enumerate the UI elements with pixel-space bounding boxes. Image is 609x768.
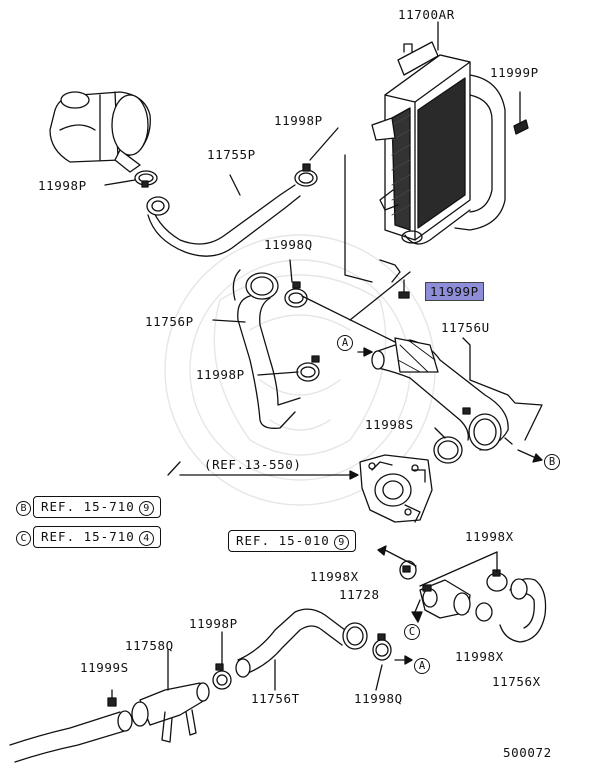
label-11756p: 11756P xyxy=(145,314,194,329)
hose-11756t xyxy=(235,608,368,691)
marker-b: B xyxy=(544,454,560,470)
label-11998p-lower: 11998P xyxy=(189,616,238,631)
ref-text-15-010: REF. 15-010 xyxy=(236,533,330,548)
pipe-11756u xyxy=(371,337,513,451)
label-11998p-middle: 11998P xyxy=(196,367,245,382)
clamp-11998q-a xyxy=(284,281,308,308)
throttle-body-drawing xyxy=(359,454,433,523)
marker-a-lower: A xyxy=(414,658,430,674)
label-11998p-upper: 11998P xyxy=(274,113,323,128)
ref-text-b: REF. 15-710 xyxy=(41,499,135,514)
clamp-11998x-c xyxy=(475,602,493,622)
clamp-11998x-a xyxy=(399,560,417,580)
ref-page-c: 4 xyxy=(138,531,154,546)
marker-c: C xyxy=(404,624,420,640)
clamp-11998p-b xyxy=(294,163,318,187)
label-11998s: 11998S xyxy=(365,417,414,432)
diagram-number: 500072 xyxy=(503,745,552,760)
label-11998x-left: 11998X xyxy=(310,569,359,584)
bolt-11999p-highlighted xyxy=(398,279,410,299)
label-11998x-upper: 11998X xyxy=(465,529,514,544)
label-11756x: 11756X xyxy=(492,674,541,689)
hose-11756p xyxy=(232,269,301,429)
ref-text-c: REF. 15-710 xyxy=(41,529,135,544)
label-11999p-highlighted: 11999P xyxy=(425,282,484,301)
joint-11728 xyxy=(419,579,471,619)
ref-key-c: C xyxy=(16,531,31,546)
label-11998p-left: 11998P xyxy=(38,178,87,193)
ref-key-b: B xyxy=(16,501,31,516)
ref-page-b: 9 xyxy=(138,501,154,516)
clamp-11998p-c xyxy=(296,355,320,382)
label-11998q-lower: 11998Q xyxy=(354,691,403,706)
label-ref-13-550: (REF.13-550) xyxy=(204,457,302,472)
label-11999p-top: 11999P xyxy=(490,65,539,80)
label-11998q-upper: 11998Q xyxy=(264,237,313,252)
label-11756u: 11756U xyxy=(441,320,490,335)
label-11999s: 11999S xyxy=(80,660,129,675)
bolt-11999s xyxy=(107,689,117,707)
clamp-11998q-b xyxy=(372,633,392,661)
clamp-11998p-d xyxy=(212,663,232,690)
label-11728: 11728 xyxy=(339,587,380,602)
label-11755p: 11755P xyxy=(207,147,256,162)
clamp-11998p-a xyxy=(134,170,158,188)
label-11758q: 11758Q xyxy=(125,638,174,653)
intercooler-drawing xyxy=(371,41,506,245)
bolt-11999p-top xyxy=(513,91,529,135)
label-11998x-lower: 11998X xyxy=(455,649,504,664)
pipe-11758q xyxy=(131,682,210,743)
label-11756t: 11756T xyxy=(251,691,300,706)
hose-11756x xyxy=(499,578,547,643)
ref-page-15-010: 9 xyxy=(333,535,349,550)
label-11700ar: 11700AR xyxy=(398,7,455,22)
clamp-11998x-b xyxy=(486,569,508,592)
air-pipe-top-left xyxy=(49,91,151,173)
highlight-11999p: 11999P xyxy=(425,282,484,301)
hose-11755p xyxy=(146,184,301,257)
clamp-11998s xyxy=(433,436,463,464)
hose-bottom-left xyxy=(9,710,133,763)
marker-a-upper: A xyxy=(337,335,353,351)
